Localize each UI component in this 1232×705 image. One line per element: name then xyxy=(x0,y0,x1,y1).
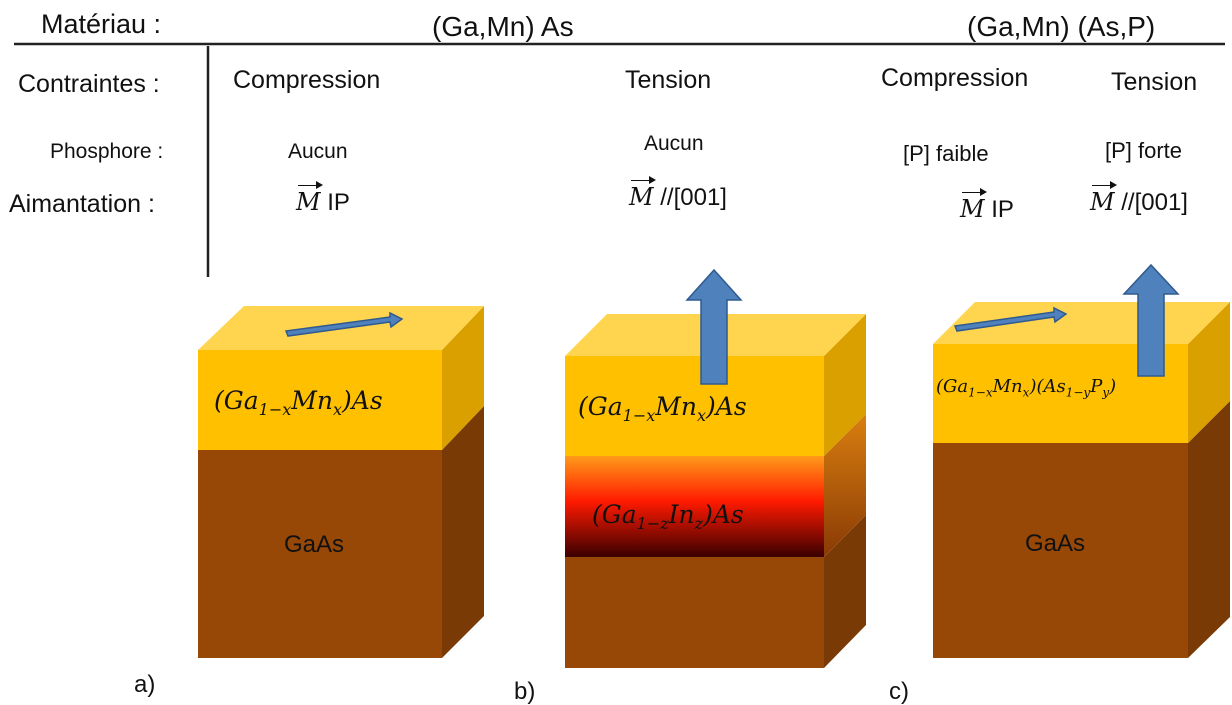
col2-m-vector: M xyxy=(629,176,656,211)
material-gamnas: (Ga,Mn) As xyxy=(432,11,574,42)
col2-m-dir: //[001] xyxy=(660,184,727,211)
block-b xyxy=(565,268,866,668)
col4-m-vector: M xyxy=(1090,181,1117,216)
block-c-layer-formula: (Ga1−xMnx)(As1−yPy) xyxy=(936,376,1117,400)
col2-contrainte: Tension xyxy=(625,66,712,94)
aimantation-label: Aimantation : xyxy=(9,190,155,218)
block-a-inplane-arrow xyxy=(284,311,404,337)
block-c-layer-side xyxy=(1188,302,1230,443)
materiau-label: Matériau : xyxy=(41,9,162,39)
block-a-layer-front xyxy=(198,350,442,450)
block-c-substrate-side xyxy=(1188,401,1230,658)
material-gamnasp: (Ga,Mn) (As,P) xyxy=(967,11,1156,42)
phosphore-label: Phosphore : xyxy=(50,140,164,163)
col1-aimantation: M IP xyxy=(296,181,350,216)
block-b-inas-front xyxy=(565,456,824,557)
block-a-layer-formula: (Ga1−xMnx)As xyxy=(214,386,383,419)
col4-m-dir: //[001] xyxy=(1121,189,1188,216)
panel-label-b: b) xyxy=(514,678,536,705)
block-b-layer-front xyxy=(565,356,824,456)
block-b-substrate-side xyxy=(824,515,866,668)
block-b-layer-formula: (Ga1−xMnx)As xyxy=(578,392,747,425)
col1-m-vector: M xyxy=(296,181,323,216)
block-b-layer-side xyxy=(824,314,866,456)
col3-m-dir: IP xyxy=(991,196,1014,223)
block-a-substrate-front xyxy=(198,450,442,658)
block-c-substrate-label: GaAs xyxy=(1025,530,1086,557)
col3-contrainte: Compression xyxy=(881,64,1029,92)
col1-contrainte: Compression xyxy=(233,66,381,94)
block-c-vertical-arrow xyxy=(1122,263,1180,377)
block-a-substrate-side xyxy=(442,406,484,658)
block-b-inas-formula: (Ga1−zInz)As xyxy=(592,500,744,533)
block-b-vertical-arrow xyxy=(685,268,743,385)
block-a-substrate-label: GaAs xyxy=(284,531,345,558)
col4-aimantation: M //[001] xyxy=(1090,181,1188,216)
col3-m-vector: M xyxy=(960,188,987,223)
block-c-inplane-arrow xyxy=(953,306,1068,332)
col4-phosphore: [P] forte xyxy=(1105,138,1183,163)
contraintes-label: Contraintes : xyxy=(18,70,160,98)
block-c-substrate-front xyxy=(933,443,1188,658)
block-b-substrate-front xyxy=(565,557,824,668)
col2-phosphore: Aucun xyxy=(644,132,704,155)
col3-aimantation: M IP xyxy=(960,188,1014,223)
col1-m-dir: IP xyxy=(327,189,350,216)
panel-label-c: c) xyxy=(889,678,909,705)
block-b-inas-side xyxy=(824,414,866,557)
block-a xyxy=(198,306,484,658)
col2-aimantation: M //[001] xyxy=(629,176,727,211)
block-c xyxy=(933,263,1230,658)
col1-phosphore: Aucun xyxy=(288,140,348,163)
block-a-layer-side xyxy=(442,306,484,450)
col3-phosphore: [P] faible xyxy=(903,141,989,166)
col4-contrainte: Tension xyxy=(1111,68,1198,96)
panel-label-a: a) xyxy=(134,671,156,698)
